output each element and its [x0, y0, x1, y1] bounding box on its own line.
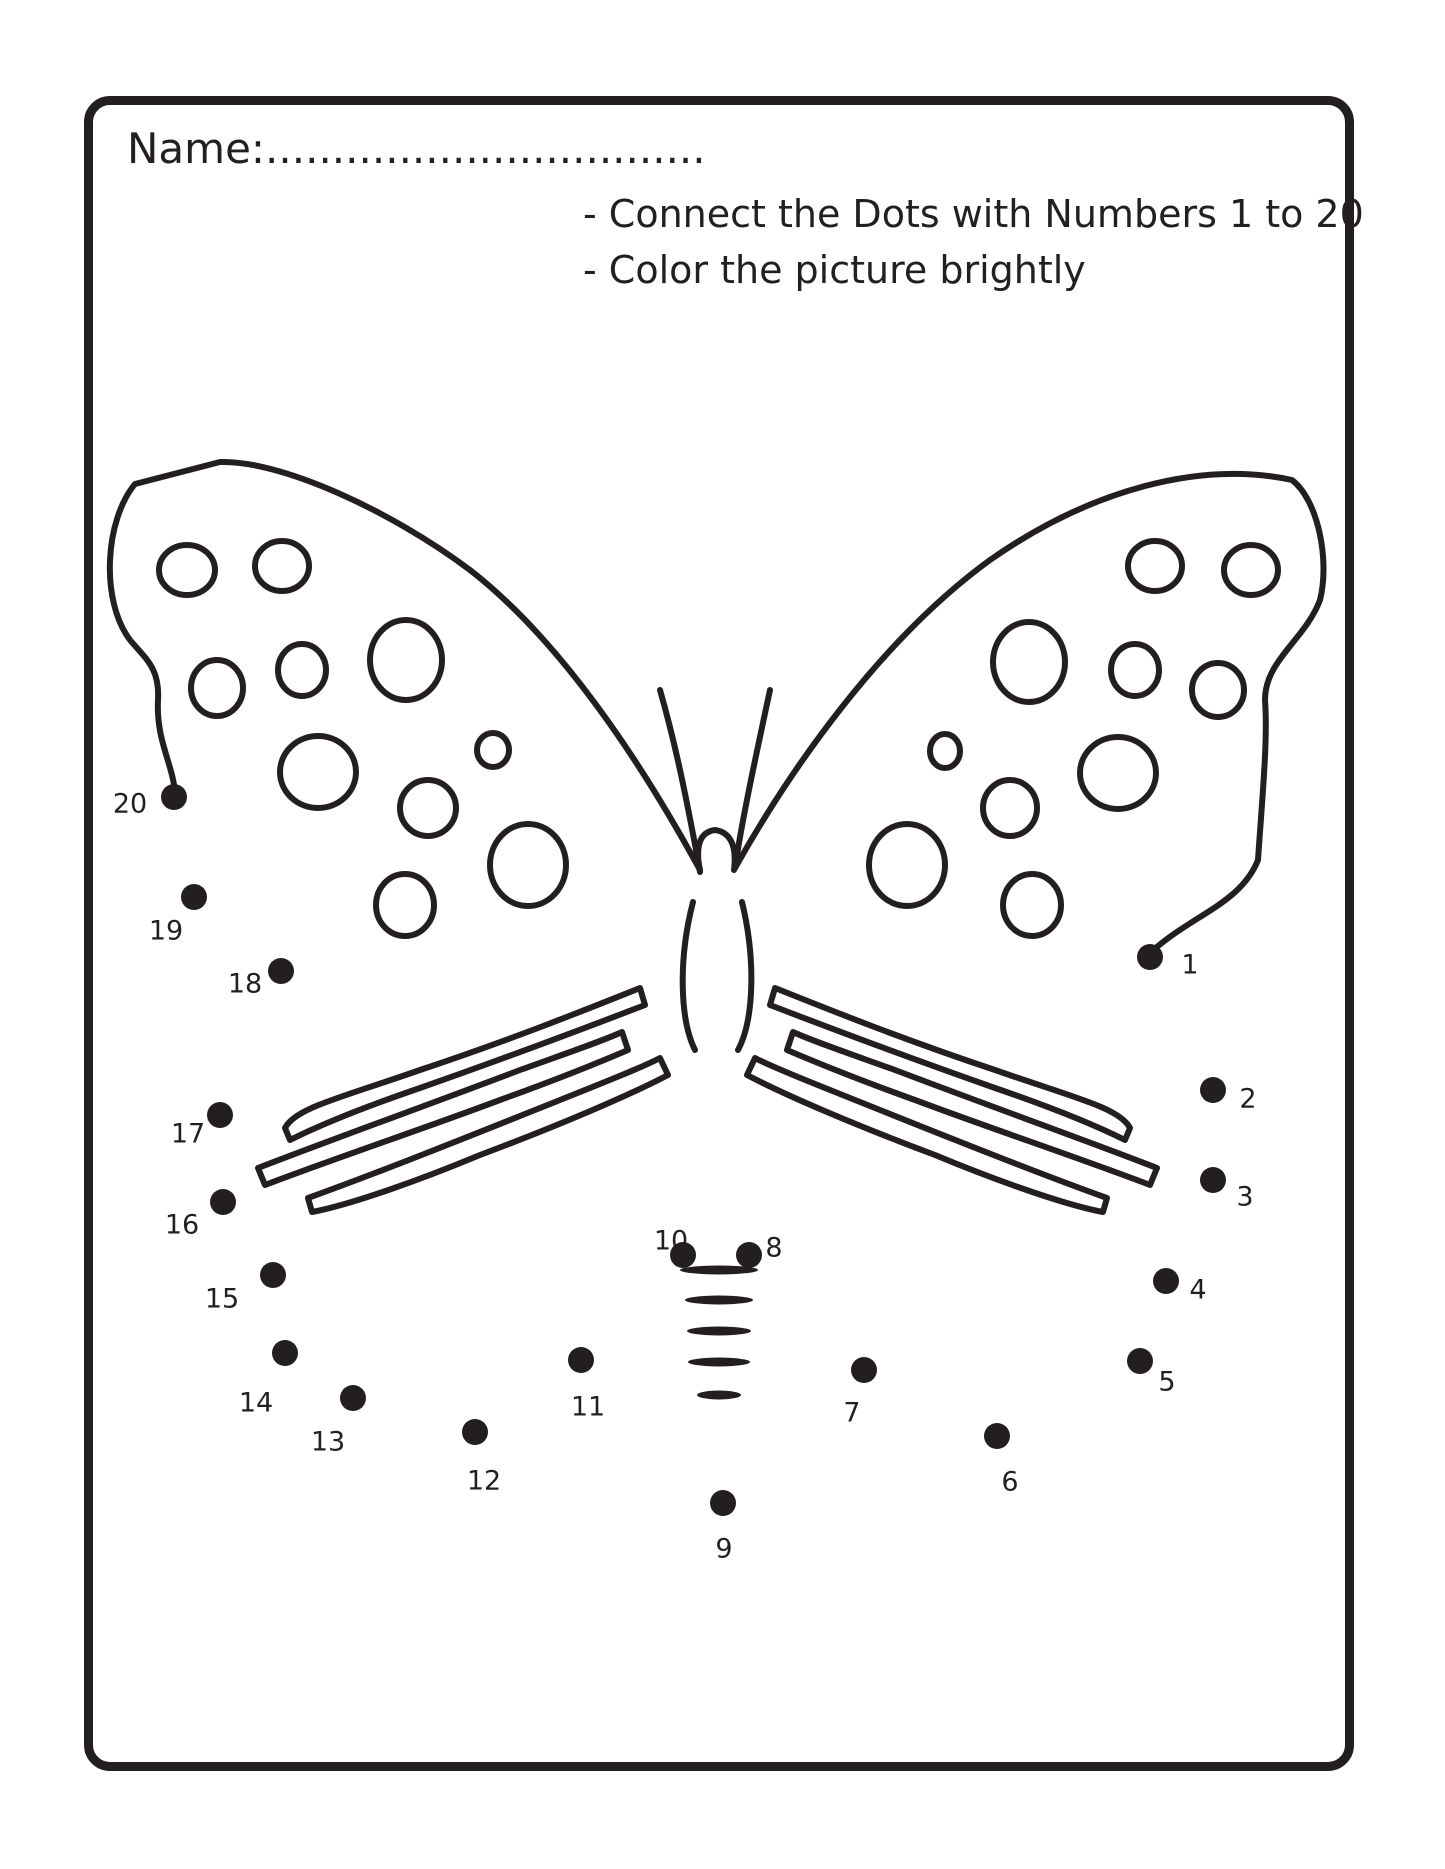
right-spot: [1108, 641, 1162, 699]
dot-label-15: 15: [205, 1284, 239, 1315]
dot-11: [568, 1347, 594, 1373]
dot-4: [1153, 1268, 1179, 1294]
right-spot: [1000, 871, 1064, 939]
dot-label-8: 8: [765, 1233, 782, 1264]
dot-label-11: 11: [571, 1392, 605, 1423]
dot-17: [207, 1102, 233, 1128]
right-stripe-3: [744, 1055, 1110, 1215]
dot-label-5: 5: [1158, 1367, 1175, 1398]
left-stripe-3: [305, 1055, 671, 1215]
right-spot: [990, 619, 1068, 705]
left-spot: [474, 730, 512, 770]
dot-label-9: 9: [715, 1534, 732, 1565]
dot-2: [1200, 1077, 1226, 1103]
dot-13: [340, 1385, 366, 1411]
dot-label-13: 13: [311, 1427, 345, 1458]
left-spot: [373, 871, 437, 939]
dot-20: [161, 784, 187, 810]
dot-label-16: 16: [165, 1210, 199, 1241]
dot-label-17: 17: [171, 1119, 205, 1150]
dot-label-20: 20: [113, 789, 147, 820]
dot-label-14: 14: [239, 1388, 273, 1419]
dot-label-7: 7: [843, 1398, 860, 1429]
left-stripe-1: [282, 985, 648, 1143]
dot-label-3: 3: [1236, 1182, 1253, 1213]
dot-18: [268, 958, 294, 984]
left-wing-outline: [106, 458, 703, 873]
dot-5: [1127, 1348, 1153, 1374]
dot-9: [710, 1490, 736, 1516]
dot-label-4: 4: [1189, 1275, 1206, 1306]
abdomen-dashes: [680, 1265, 758, 1400]
dot-10: [670, 1242, 696, 1268]
left-spot: [156, 542, 218, 598]
right-spot: [927, 731, 963, 771]
dot-12: [462, 1419, 488, 1445]
dot-label-12: 12: [467, 1466, 501, 1497]
dot-19: [181, 884, 207, 910]
left-spot: [367, 617, 445, 703]
right-spot: [1189, 660, 1247, 720]
left-spot: [397, 777, 459, 839]
right-spot: [1221, 542, 1281, 598]
dot-6: [984, 1423, 1010, 1449]
dot-label-10: 10: [654, 1226, 688, 1257]
dot-16: [210, 1189, 236, 1215]
dot-7: [851, 1357, 877, 1383]
dot-14: [272, 1340, 298, 1366]
left-spot: [487, 821, 569, 909]
right-spot: [1125, 538, 1185, 594]
left-antenna: [657, 687, 703, 873]
right-spot: [866, 821, 948, 909]
butterfly-head: [695, 827, 738, 875]
dot-label-1: 1: [1181, 950, 1198, 981]
left-spot: [188, 657, 246, 719]
dot-label-6: 6: [1001, 1467, 1018, 1498]
dot-label-19: 19: [149, 916, 183, 947]
dot-15: [260, 1262, 286, 1288]
name-field-label: Name:.................................: [127, 124, 706, 173]
right-stripe-1: [767, 985, 1133, 1143]
right-spot: [1077, 734, 1159, 812]
body-left: [679, 899, 698, 1053]
right-antenna: [732, 687, 773, 871]
right-stripe-2: [784, 1029, 1160, 1188]
left-stripe-2: [255, 1029, 631, 1188]
left-spot: [252, 538, 312, 594]
right-wing-outline: [732, 470, 1327, 958]
right-spot: [980, 777, 1040, 839]
dot-label-2: 2: [1239, 1084, 1256, 1115]
instruction-color-picture: - Color the picture brightly: [583, 248, 1086, 292]
dot-1: [1137, 944, 1163, 970]
dot-label-18: 18: [228, 969, 262, 1000]
instruction-connect-dots: - Connect the Dots with Numbers 1 to 20: [583, 192, 1364, 236]
dot-8: [736, 1242, 762, 1268]
left-spot: [277, 733, 359, 811]
dot-3: [1200, 1167, 1226, 1193]
left-spot: [275, 641, 329, 699]
body-right: [735, 899, 755, 1053]
